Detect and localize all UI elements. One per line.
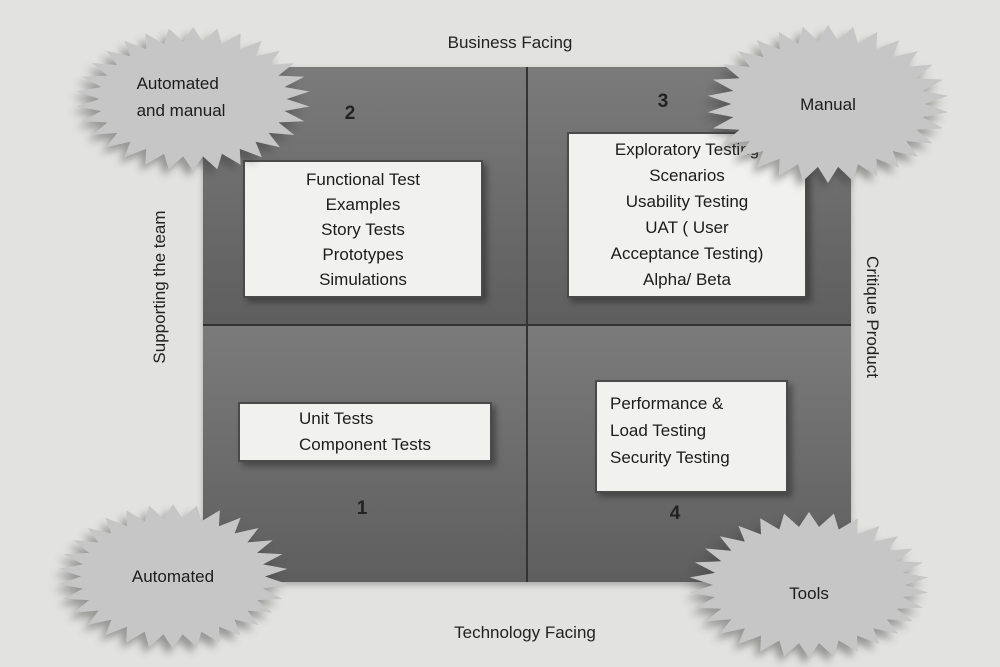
axis-label-critique-product: Critique Product <box>863 256 882 378</box>
quadrant-3-number: 3 <box>657 91 669 112</box>
axis-label-technology-facing: Technology Facing <box>454 623 596 642</box>
starburst-tools: Tools <box>688 511 930 659</box>
starburst-shape-icon <box>707 25 949 183</box>
starburst-automated-and-manual: Automated and manual <box>75 26 311 172</box>
axis-label-supporting-the-team: Supporting the team <box>150 210 169 364</box>
starburst-shape-icon <box>58 504 288 649</box>
starburst-automated: Automated <box>57 503 289 650</box>
axis-label-business-facing: Business Facing <box>447 33 573 52</box>
starburst-automated-and-manual-label: Automated and manual <box>136 74 226 120</box>
starburst-manual-label: Manual <box>800 94 856 114</box>
quadrant-2-number: 2 <box>344 103 356 124</box>
starburst-manual: Manual <box>706 24 950 184</box>
starburst-shape-icon <box>689 512 929 658</box>
starburst-shape-icon <box>76 27 310 171</box>
starburst-tools-label: Tools <box>789 583 829 603</box>
quadrant-4-number: 4 <box>669 503 681 524</box>
quadrant-1-number: 1 <box>356 498 368 519</box>
starburst-automated-label: Automated <box>131 567 215 586</box>
